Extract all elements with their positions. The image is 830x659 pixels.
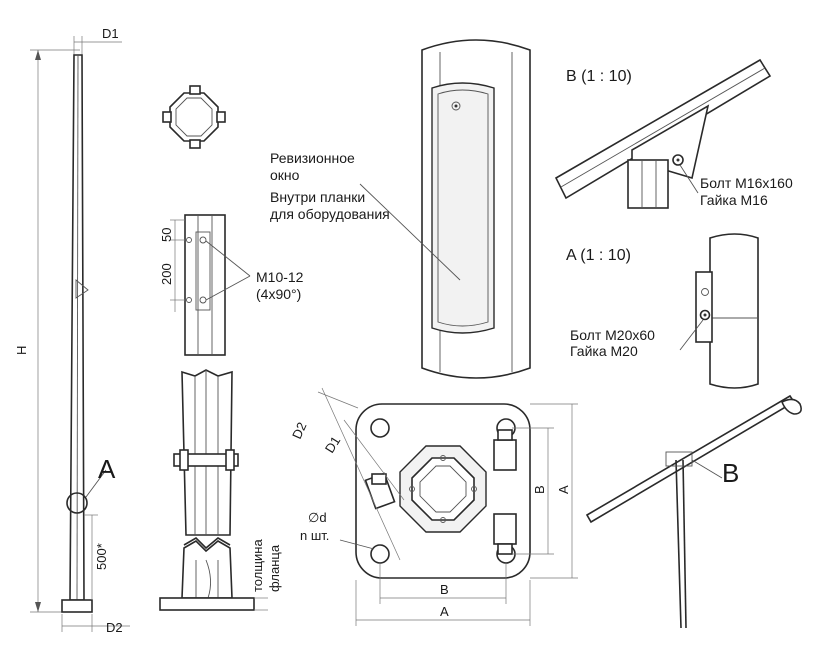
isometric-pole-view: B: [585, 394, 802, 629]
octagon-section-view: [162, 85, 226, 149]
iso-callout-b: B: [722, 458, 739, 488]
dim-d2-bottom-label: D2: [106, 620, 123, 635]
window-label-line3: Внутри планки: [270, 189, 365, 205]
bolts-label-line2: (4x90°): [256, 286, 301, 302]
detail-a-view: A (1 : 10) Болт M20x60 Гайка M20: [566, 233, 759, 389]
detail-a-nut: Гайка M20: [570, 343, 638, 359]
detail-b-view: B (1 : 10) Болт M16x160 Гайка M16: [554, 58, 793, 209]
flange-hole-d: ∅d: [308, 510, 327, 525]
flange-dim-a-vertical: A: [556, 485, 571, 494]
dim-500-label: 500*: [94, 543, 109, 570]
detail-b-title: B (1 : 10): [566, 68, 632, 85]
window-label-line2: окно: [270, 167, 300, 183]
detail-a-title: A (1 : 10): [566, 247, 631, 264]
dim-50-label: 50: [159, 228, 174, 242]
detail-a-bolt: Болт M20x60: [570, 327, 655, 343]
flange-dim-b-vertical: B: [532, 485, 547, 494]
flange-plan-view: D2 D1 ∅d n шт. B A B A: [289, 387, 578, 626]
inspection-window-view: Ревизионное окно Внутри планки для обору…: [270, 39, 531, 379]
callout-a-label: A: [98, 454, 116, 484]
window-label-line1: Ревизионное: [270, 150, 355, 166]
dim-200-label: 200: [159, 263, 174, 285]
flange-dim-a-horizontal: A: [440, 604, 449, 619]
dim-d1-top-label: D1: [102, 26, 119, 41]
base-section-view: толщина фланца: [159, 369, 282, 611]
flange-thickness-line2: фланца: [267, 544, 282, 592]
window-label-line4: для оборудования: [270, 206, 390, 222]
flange-dim-b-horizontal: B: [440, 582, 449, 597]
detail-b-nut: Гайка M16: [700, 192, 768, 208]
dim-height-label: H: [14, 346, 29, 355]
flange-thickness-line1: толщина: [250, 539, 265, 592]
hatch-detail-view: 50 200 M10-12 (4x90°): [159, 214, 304, 356]
flange-dim-d1: D1: [322, 434, 344, 456]
flange-dim-d2: D2: [289, 420, 309, 441]
bolts-label-line1: M10-12: [256, 269, 304, 285]
detail-b-bolt: Болт M16x160: [700, 175, 793, 191]
flange-hole-n: n шт.: [300, 528, 329, 543]
pole-side-view: H D1 A 500* D2: [14, 26, 130, 635]
